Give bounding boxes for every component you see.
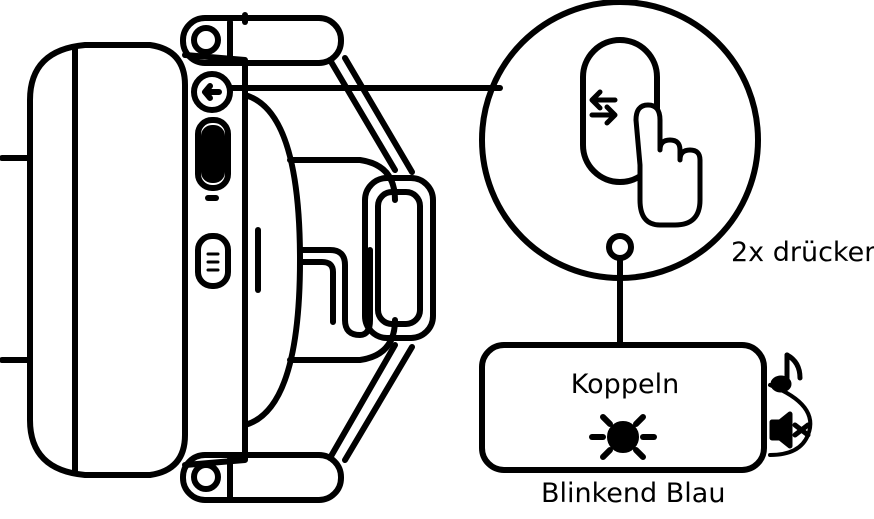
- ear-cushion: [0, 42, 188, 478]
- status-box: [479, 342, 767, 473]
- pairing-button[interactable]: [191, 71, 233, 113]
- led-sun-icon: [589, 414, 657, 460]
- pointing-hand-icon: [633, 102, 703, 228]
- mode-label: Koppeln: [570, 369, 680, 400]
- volume-slider[interactable]: [195, 117, 231, 201]
- headband-hinge-top: [180, 12, 344, 66]
- speaker-mute-icon: [769, 411, 811, 449]
- audio-arc: [768, 383, 813, 457]
- led-indicator-dot: [606, 233, 634, 261]
- headband-hinge-bottom: [180, 452, 344, 503]
- music-note-icon: [770, 352, 803, 393]
- ear-cup-housing: [182, 52, 303, 468]
- headband-clamp: [297, 175, 436, 341]
- anc-button[interactable]: [195, 233, 231, 289]
- press-instruction-label: 2x drücken: [731, 237, 874, 268]
- led-status-label: Blinkend Blau: [541, 478, 726, 509]
